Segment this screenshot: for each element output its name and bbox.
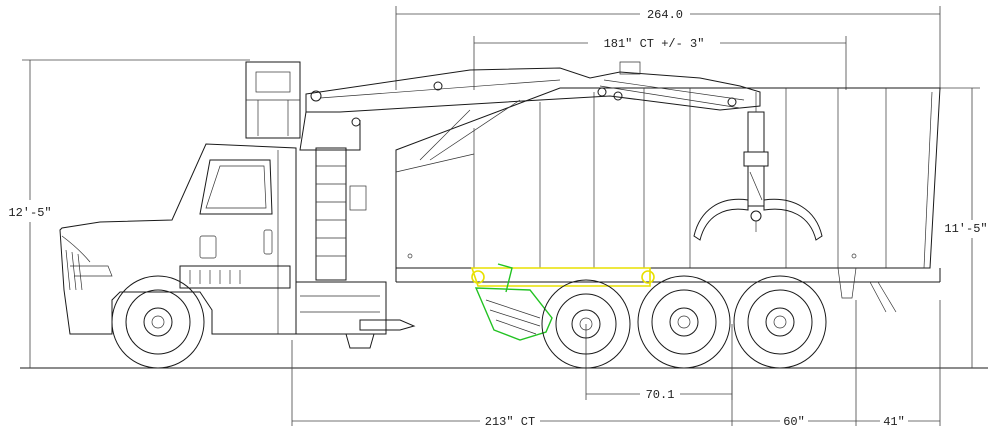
- truck-cab: [59, 61, 301, 335]
- overall-length-label: 264.0: [647, 8, 683, 22]
- front-wheel: [111, 275, 205, 369]
- rear-wheel-1: [541, 279, 631, 369]
- sweeper-broom: [470, 263, 655, 341]
- rear-wheel-2: [637, 275, 731, 369]
- dim-axle-spacing: 70.1: [585, 324, 733, 402]
- dim-ct-length: 181" CT +/- 3": [473, 36, 847, 90]
- wheelbase-ct-label: 213" CT: [485, 415, 535, 429]
- ladder: [315, 147, 367, 281]
- cab-height-label: 12'-5": [8, 206, 51, 220]
- dim-body-height: 11'-5": [940, 87, 988, 368]
- dim-overall-length: 264.0: [395, 6, 941, 90]
- rear-overhang-label: 41": [883, 415, 905, 429]
- ct-length-label: 181" CT +/- 3": [604, 37, 705, 51]
- dim-cab-height: 12'-5": [8, 59, 250, 368]
- crane-boom: [299, 61, 761, 161]
- body-height-label: 11'-5": [944, 222, 987, 236]
- grapple: [693, 92, 823, 241]
- rear-wheel-3: [733, 275, 827, 369]
- rear-tandem-label: 60": [783, 415, 805, 429]
- dim-bottom-row: 213" CT 60" 41": [291, 300, 941, 429]
- chassis-frame: [179, 265, 560, 349]
- axle-spacing-label: 70.1: [646, 388, 675, 402]
